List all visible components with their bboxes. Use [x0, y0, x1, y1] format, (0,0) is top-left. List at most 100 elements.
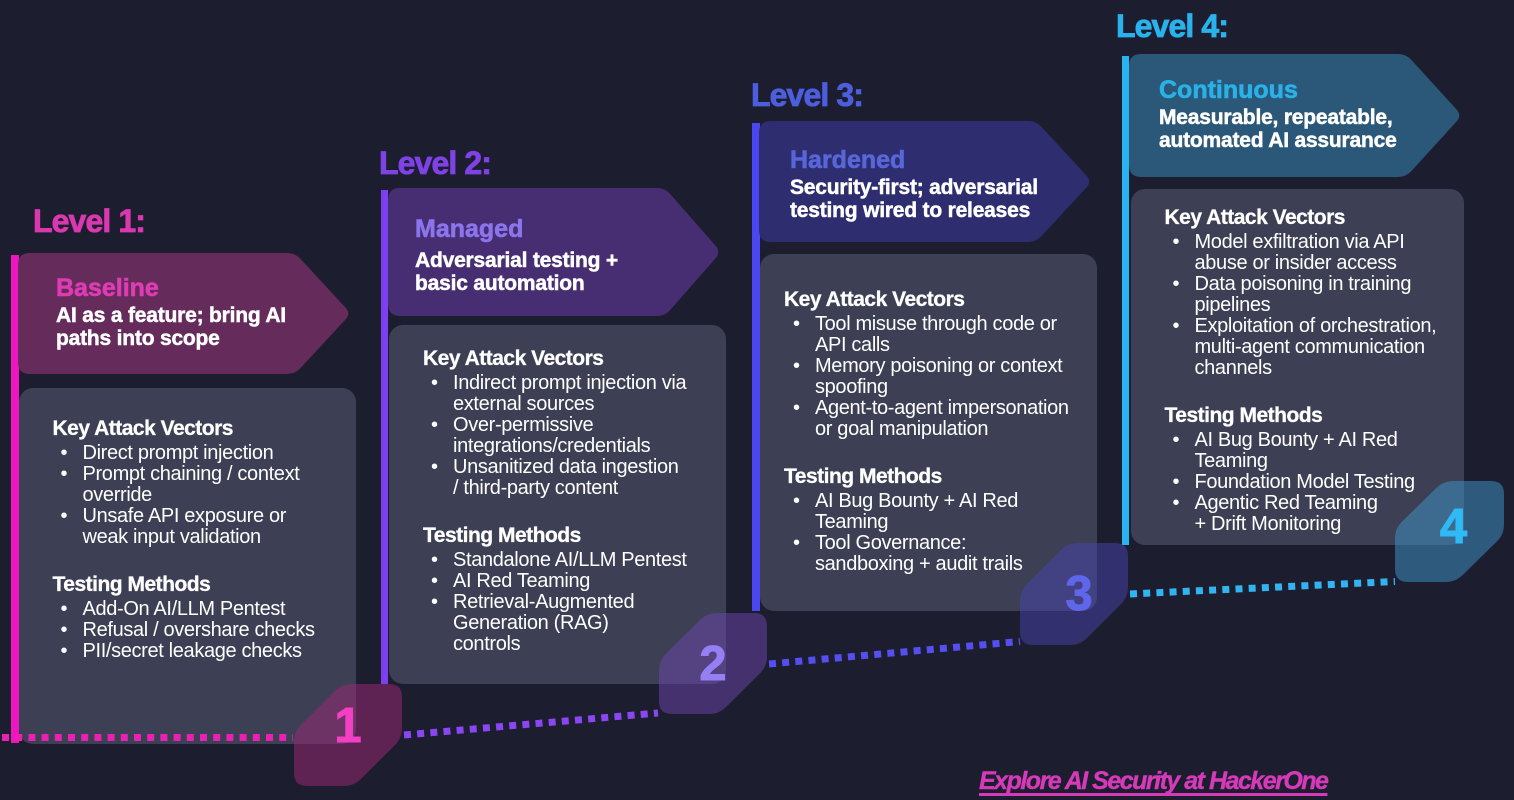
- bullet-item: Model exfiltration via API abuse or insi…: [1173, 232, 1457, 274]
- level-2-badge-svg: [659, 613, 767, 714]
- bullet-item: AI Bug Bounty + AI Red Teaming: [1173, 430, 1457, 472]
- level-4-heading: Level 4:: [1116, 8, 1230, 45]
- level-4-title: Continuous: [1159, 76, 1298, 104]
- level-4-subtitle: Measurable, repeatable, automated AI ass…: [1159, 106, 1397, 153]
- level-3-card: Key Attack Vectors Tool misuse through c…: [760, 254, 1097, 611]
- bullet-item: Data poisoning in training pipelines: [1173, 274, 1457, 316]
- level-3-testing-methods-section: Testing Methods AI Bug Bounty + AI Red T…: [784, 465, 1089, 575]
- level-3-dotted-line: [768, 638, 1021, 668]
- level-2-attack-vectors-section: Key Attack Vectors Indirect prompt injec…: [423, 347, 718, 499]
- bullet-item: Retrieval-Augmented Generation (RAG) con…: [431, 592, 718, 655]
- bullet-list: Model exfiltration via API abuse or insi…: [1165, 232, 1457, 379]
- level-4-card: Key Attack Vectors Model exfiltration vi…: [1130, 189, 1464, 545]
- section-heading: Key Attack Vectors: [423, 347, 604, 370]
- bullet-item: Over-permissive integrations/credentials: [431, 415, 718, 457]
- level-4-badge-svg: [1395, 481, 1504, 582]
- level-4-attack-vectors-section: Key Attack Vectors Model exfiltration vi…: [1164, 206, 1457, 379]
- level-2-accent-bar: [380, 190, 388, 684]
- banner-text: Managed Adversarial testing + basic auto…: [415, 215, 619, 296]
- bullet-item: Unsafe API exposure or weak input valida…: [61, 506, 349, 548]
- level-1-card: Key Attack Vectors Direct prompt injecti…: [18, 388, 356, 744]
- level-1-testing-methods-section: Testing Methods Add-On AI/LLM Pentest Re…: [52, 573, 349, 663]
- section-heading: Testing Methods: [1164, 404, 1323, 427]
- level-2-number: 2: [699, 636, 727, 691]
- bullet-item: Foundation Model Testing: [1173, 472, 1457, 494]
- bullet-item: Agent-to-agent impersonation or goal man…: [793, 398, 1089, 440]
- level-1-attack-vectors-section: Key Attack Vectors Direct prompt injecti…: [52, 417, 349, 548]
- level-3-title: Hardened: [790, 146, 906, 174]
- level-1-banner-shape: [18, 253, 349, 374]
- level-1-subtitle: AI as a feature; bring AI paths into sco…: [56, 304, 287, 351]
- level-2-banner-svg: [388, 188, 719, 316]
- banner-text: Baseline AI as a feature; bring AI paths…: [56, 274, 287, 351]
- level-3-attack-vectors-section: Key Attack Vectors Tool misuse through c…: [784, 288, 1089, 440]
- level-4-banner-shape: [1129, 54, 1460, 177]
- bullet-item: Add-On AI/LLM Pentest: [61, 599, 349, 621]
- bullet-list: AI Bug Bounty + AI Red Teaming Tool Gove…: [784, 491, 1089, 575]
- level-2-dotted-line: [403, 709, 659, 739]
- level-1-badge-svg: [294, 684, 402, 786]
- bullet-list: Standalone AI/LLM Pentest AI Red Teaming…: [423, 550, 718, 655]
- section-heading: Testing Methods: [423, 524, 582, 547]
- level-1-number: 1: [334, 699, 362, 754]
- level-1-accent-bar: [11, 255, 19, 743]
- bullet-item: Prompt chaining / context override: [61, 464, 349, 506]
- level-3-banner-shape: [759, 121, 1090, 242]
- banner-text: Hardened Security-first; adversarial tes…: [790, 146, 1039, 223]
- bullet-item: Agentic Red Teaming + Drift Monitoring: [1173, 493, 1457, 535]
- bullet-item: PII/secret leakage checks: [61, 641, 349, 663]
- level-1-heading: Level 1:: [33, 203, 147, 240]
- level-3-badge-svg: [1020, 543, 1128, 645]
- level-4-banner: Continuous Measurable, repeatable, autom…: [1129, 54, 1462, 177]
- level-1-banner: Baseline AI as a feature; bring AI paths…: [18, 253, 351, 374]
- bullet-item: Standalone AI/LLM Pentest: [431, 550, 718, 572]
- level-1-banner-svg: [18, 253, 349, 374]
- level-2-subtitle: Adversarial testing + basic automation: [415, 249, 619, 296]
- level-3-subtitle: Security-first; adversarial testing wire…: [790, 176, 1039, 223]
- level-2-card: Key Attack Vectors Indirect prompt injec…: [389, 325, 726, 684]
- level-4-badge-shape: [1395, 481, 1504, 582]
- level-4-banner-svg: [1129, 54, 1460, 177]
- level-3-heading: Level 3:: [751, 77, 865, 114]
- level-4-number-badge: 4: [1395, 481, 1504, 582]
- bullet-item: Indirect prompt injection via external s…: [431, 373, 718, 415]
- level-2-badge-shape: [659, 613, 767, 714]
- level-2-banner: Managed Adversarial testing + basic auto…: [388, 188, 721, 316]
- bullet-list: Add-On AI/LLM Pentest Refusal / overshar…: [53, 599, 349, 663]
- level-2-banner-shape: [388, 188, 719, 316]
- level-3-badge-shape: [1020, 543, 1128, 645]
- section-heading: Key Attack Vectors: [52, 417, 233, 440]
- bullet-item: AI Bug Bounty + AI Red Teaming: [793, 491, 1089, 533]
- level-1-title: Baseline: [56, 274, 159, 302]
- section-heading: Key Attack Vectors: [1164, 206, 1345, 229]
- bullet-list: Indirect prompt injection via external s…: [423, 373, 718, 499]
- bullet-item: Memory poisoning or context spoofing: [793, 356, 1089, 398]
- section-heading: Key Attack Vectors: [784, 288, 965, 311]
- level-2-testing-methods-section: Testing Methods Standalone AI/LLM Pentes…: [423, 524, 718, 655]
- level-2-heading: Level 2:: [379, 145, 493, 182]
- bullet-item: Exploitation of orchestration, multi-age…: [1173, 316, 1457, 379]
- bullet-list: AI Bug Bounty + AI Red Teaming Foundatio…: [1165, 430, 1457, 535]
- section-heading: Testing Methods: [784, 465, 943, 488]
- bullet-item: Tool Governance: sandboxing + audit trai…: [793, 533, 1089, 575]
- level-1-badge-shape: [294, 684, 402, 786]
- footer-link[interactable]: Explore AI Security at HackerOne: [979, 767, 1329, 795]
- bullet-item: AI Red Teaming: [431, 571, 718, 593]
- bullet-item: Refusal / overshare checks: [61, 620, 349, 642]
- level-3-banner-svg: [759, 121, 1090, 242]
- level-1-number-badge: 1: [294, 684, 402, 786]
- level-3-banner: Hardened Security-first; adversarial tes…: [759, 121, 1092, 242]
- level-4-dotted-line: [1129, 578, 1396, 598]
- bullet-item: Unsanitized data ingestion / third-party…: [431, 457, 718, 499]
- section-heading: Testing Methods: [52, 573, 211, 596]
- level-3-number-badge: 3: [1020, 543, 1128, 645]
- bullet-list: Direct prompt injection Prompt chaining …: [53, 443, 349, 548]
- level-3-number: 3: [1065, 567, 1093, 622]
- level-2-title: Managed: [415, 215, 524, 243]
- bullet-item: Direct prompt injection: [61, 443, 349, 465]
- bullet-item: Tool misuse through code or API calls: [793, 314, 1089, 356]
- level-4-accent-bar: [1121, 56, 1129, 545]
- level-2-number-badge: 2: [659, 613, 767, 714]
